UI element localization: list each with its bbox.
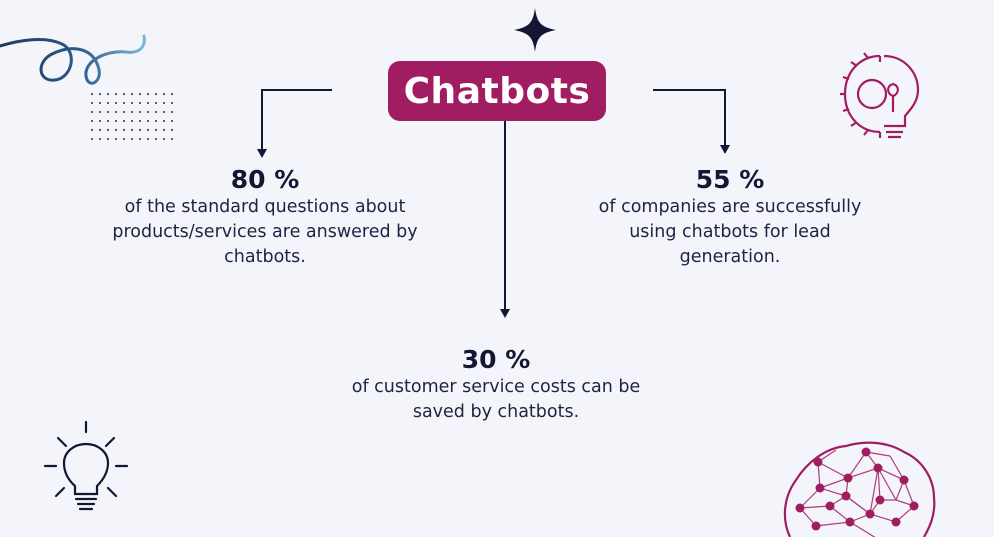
stat-value-left: 80 % bbox=[230, 165, 300, 194]
connector-right bbox=[653, 89, 726, 146]
stat-right: 55 % of companies are successfully using… bbox=[596, 165, 864, 270]
stat-left: 80 % of the standard questions about pro… bbox=[100, 165, 430, 270]
arrowhead-center bbox=[500, 309, 510, 318]
lightbulb-icon bbox=[43, 420, 129, 511]
sparkle-icon bbox=[514, 8, 556, 52]
dot-grid-icon bbox=[91, 93, 173, 140]
diagram-title: Chatbots bbox=[403, 70, 591, 112]
stat-center: 30 % of customer service costs can be sa… bbox=[336, 345, 656, 425]
arrowhead-right bbox=[720, 145, 730, 154]
stat-description-right: of companies are successfully using chat… bbox=[598, 197, 862, 267]
stat-value-center: 30 % bbox=[461, 345, 531, 374]
stat-description-left: of the standard questions about products… bbox=[112, 197, 418, 267]
arrowhead-left bbox=[257, 149, 267, 158]
swirl-doodle-icon bbox=[0, 34, 146, 85]
stat-description-center: of customer service costs can be saved b… bbox=[351, 377, 641, 422]
stat-value-right: 55 % bbox=[695, 165, 765, 194]
brain-network-icon bbox=[783, 441, 936, 537]
title-badge: Chatbots bbox=[388, 61, 606, 121]
gear-lightbulb-icon bbox=[840, 52, 920, 139]
connector-left bbox=[261, 89, 332, 150]
